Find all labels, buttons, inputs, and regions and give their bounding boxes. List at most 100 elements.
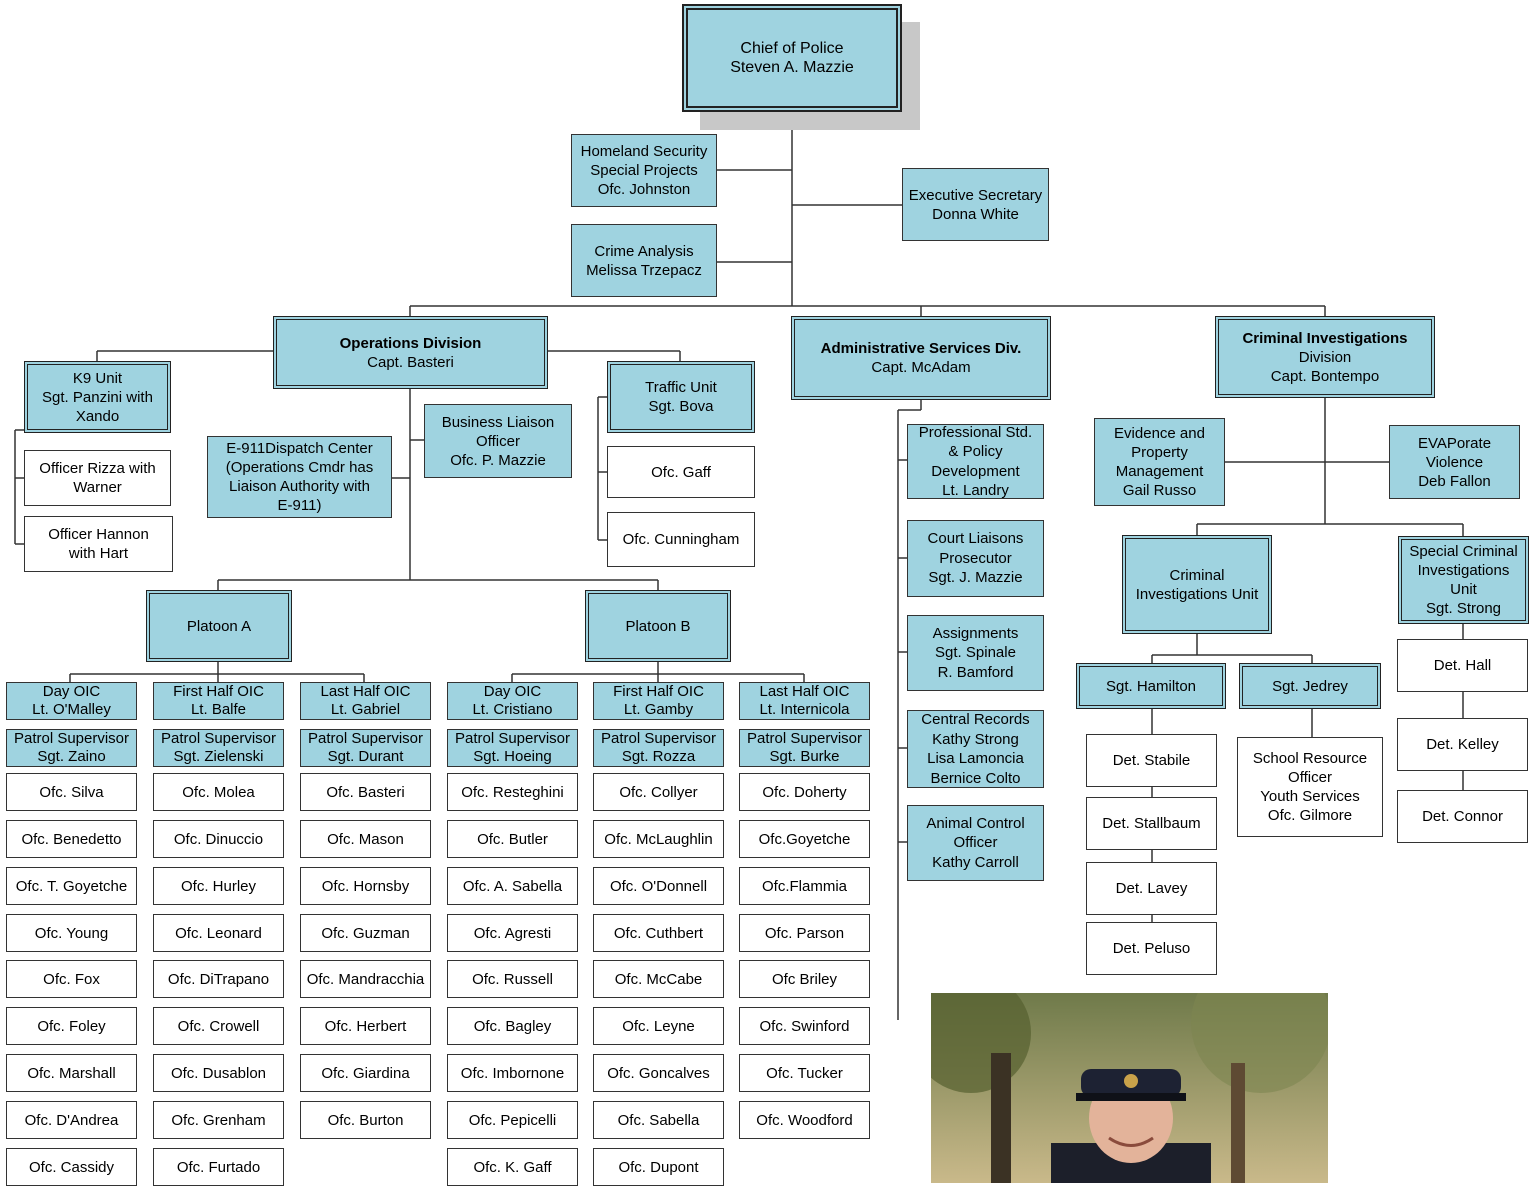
shift-4-officer-2-box-line-1: Ofc. Butler bbox=[477, 830, 548, 848]
shift-5-officer-7-box: Ofc. Goncalves bbox=[593, 1054, 724, 1092]
shift-6-officer-1-box: Ofc. Doherty bbox=[739, 773, 870, 811]
criminal-investigations-unit-box-line-1: Criminal bbox=[1169, 566, 1225, 584]
admin-unit-1-box-line-3: Development bbox=[931, 462, 1020, 480]
hamilton-detective-2-box: Det. Stallbaum bbox=[1086, 797, 1217, 850]
shift-2-oic-box-line-1: First Half OIC bbox=[173, 683, 264, 700]
shift-5-officer-3-box: Ofc. O'Donnell bbox=[593, 867, 724, 905]
shift-6-supervisor-box-line-2: Sgt. Burke bbox=[769, 748, 840, 765]
shift-4-officer-7-box: Ofc. Imbornone bbox=[447, 1054, 578, 1092]
shift-1-oic-box-line-2: Lt. O'Malley bbox=[32, 701, 111, 718]
shift-6-officer-2-box: Ofc.Goyetche bbox=[739, 820, 870, 858]
shift-2-officer-6-box: Ofc. Crowell bbox=[153, 1007, 284, 1045]
shift-6-officer-4-box: Ofc. Parson bbox=[739, 914, 870, 952]
evidence-property-box-line-1: Evidence and bbox=[1114, 425, 1205, 442]
officer-hannon-box-line-2: with Hart bbox=[68, 545, 129, 562]
hamilton-detective-4-box: Det. Peluso bbox=[1086, 922, 1217, 975]
shift-6-officer-3-box: Ofc.Flammia bbox=[739, 867, 870, 905]
shift-2-officer-7-box-line-1: Ofc. Dusablon bbox=[170, 1064, 267, 1082]
executive-secretary-box-line-2: Donna White bbox=[932, 205, 1019, 223]
school-resource-officer-box-line-1: School Resource bbox=[1252, 750, 1368, 767]
shift-1-oic-box-line-1: Day OIC bbox=[42, 683, 101, 700]
shift-3-officer-2-box: Ofc. Mason bbox=[300, 820, 431, 858]
shift-1-officer-3-box: Ofc. T. Goyetche bbox=[6, 867, 137, 905]
school-resource-officer-box-line-3: Youth Services bbox=[1260, 788, 1360, 805]
admin-unit-1-box-line-1: Professional Std. bbox=[918, 424, 1033, 441]
school-resource-officer-box-line-2: Officer bbox=[1288, 769, 1332, 786]
shift-1-officer-5-box: Ofc. Fox bbox=[6, 960, 137, 998]
admin-unit-2-box-line-1: Court Liaisons bbox=[927, 530, 1024, 548]
shift-1-officer-5-box-line-1: Ofc. Fox bbox=[43, 970, 100, 988]
evaporate-violence-box-line-3: Deb Fallon bbox=[1418, 472, 1491, 490]
homeland-security-box-line-2: Special Projects bbox=[590, 162, 698, 179]
shift-1-officer-2-box: Ofc. Benedetto bbox=[6, 820, 137, 858]
shift-4-officer-7-box-line-1: Ofc. Imbornone bbox=[460, 1064, 565, 1082]
shift-3-officer-3-box: Ofc. Hornsby bbox=[300, 867, 431, 905]
shift-3-officer-1-box-line-1: Ofc. Basteri bbox=[326, 783, 405, 801]
strong-detective-2-box: Det. Kelley bbox=[1397, 718, 1528, 771]
crime-analysis-box-line-1: Crime Analysis bbox=[594, 242, 694, 260]
business-liaison-box-line-3: Ofc. P. Mazzie bbox=[450, 451, 546, 469]
officer-hannon-box-line-1: Officer Hannon bbox=[48, 526, 149, 543]
shift-2-officer-1-box-line-1: Ofc. Molea bbox=[182, 783, 255, 801]
ofc-cunningham-box-line-1: Ofc. Cunningham bbox=[622, 531, 740, 548]
traffic-unit-box-line-1: Traffic Unit bbox=[645, 379, 717, 396]
admin-unit-4-box-line-4: Bernice Colto bbox=[930, 769, 1021, 787]
strong-detective-1-box: Det. Hall bbox=[1397, 639, 1528, 692]
business-liaison-box-line-1: Business Liaison bbox=[441, 413, 555, 431]
shift-4-officer-8-box-line-1: Ofc. Pepicelli bbox=[468, 1111, 557, 1129]
hamilton-detective-4-box-line-1: Det. Peluso bbox=[1112, 940, 1191, 957]
shift-4-officer-2-box: Ofc. Butler bbox=[447, 820, 578, 858]
shift-4-officer-9-box: Ofc. K. Gaff bbox=[447, 1148, 578, 1186]
shift-6-officer-7-box-line-1: Ofc. Tucker bbox=[766, 1064, 843, 1082]
shift-2-officer-3-box: Ofc. Hurley bbox=[153, 867, 284, 905]
shift-1-officer-2-box-line-1: Ofc. Benedetto bbox=[21, 830, 122, 848]
shift-4-officer-3-box-line-1: Ofc. A. Sabella bbox=[462, 877, 563, 895]
shift-5-officer-1-box: Ofc. Collyer bbox=[593, 773, 724, 811]
shift-2-officer-7-box: Ofc. Dusablon bbox=[153, 1054, 284, 1092]
shift-5-officer-9-box: Ofc. Dupont bbox=[593, 1148, 724, 1186]
sgt-jedrey-box-line-1: Sgt. Jedrey bbox=[1272, 677, 1348, 695]
strong-detective-3-box-line-1: Det. Connor bbox=[1422, 808, 1503, 825]
shift-6-oic-box-line-1: Last Half OIC bbox=[759, 683, 850, 700]
officer-rizza-box-line-1: Officer Rizza with bbox=[39, 460, 156, 477]
e911-dispatch-box-line-2: (Operations Cmdr has bbox=[225, 459, 374, 476]
criminal-investigations-division-box-line-3: Capt. Bontempo bbox=[1270, 367, 1380, 385]
administrative-services-box: Administrative Services Div.Capt. McAdam bbox=[791, 316, 1051, 400]
shift-4-officer-4-box-line-1: Ofc. Agresti bbox=[473, 924, 552, 942]
shift-2-oic-box-line-2: Lt. Balfe bbox=[190, 701, 247, 718]
shift-1-supervisor-box-line-1: Patrol Supervisor bbox=[13, 730, 130, 747]
shift-6-officer-8-box-line-1: Ofc. Woodford bbox=[756, 1111, 853, 1129]
homeland-security-box-line-1: Homeland Security bbox=[580, 143, 708, 160]
shift-4-oic-box-line-2: Lt. Cristiano bbox=[472, 701, 553, 718]
shift-4-officer-6-box-line-1: Ofc. Bagley bbox=[473, 1017, 552, 1035]
criminal-investigations-unit-box-line-2: Investigations Unit bbox=[1135, 585, 1259, 603]
admin-unit-5-box-line-3: Kathy Carroll bbox=[932, 853, 1019, 871]
shift-3-officer-7-box-line-1: Ofc. Giardina bbox=[321, 1064, 410, 1082]
shift-1-officer-8-box-line-1: Ofc. D'Andrea bbox=[24, 1111, 119, 1129]
shift-1-officer-9-box: Ofc. Cassidy bbox=[6, 1148, 137, 1186]
special-criminal-investigations-box-line-4: Sgt. Strong bbox=[1425, 600, 1502, 617]
shift-6-supervisor-box-line-1: Patrol Supervisor bbox=[746, 730, 863, 747]
shift-2-officer-9-box-line-1: Ofc. Furtado bbox=[176, 1158, 261, 1176]
shift-4-officer-9-box-line-1: Ofc. K. Gaff bbox=[473, 1158, 552, 1176]
k9-unit-box-line-3: Xando bbox=[75, 407, 120, 425]
shift-2-supervisor-box-line-1: Patrol Supervisor bbox=[160, 730, 277, 747]
shift-5-officer-9-box-line-1: Ofc. Dupont bbox=[618, 1158, 699, 1176]
hamilton-detective-1-box: Det. Stabile bbox=[1086, 734, 1217, 787]
shift-5-officer-8-box: Ofc. Sabella bbox=[593, 1101, 724, 1139]
e911-dispatch-box-line-4: E-911) bbox=[277, 497, 322, 514]
shift-5-officer-4-box: Ofc. Cuthbert bbox=[593, 914, 724, 952]
shift-4-officer-3-box: Ofc. A. Sabella bbox=[447, 867, 578, 905]
shift-1-officer-6-box: Ofc. Foley bbox=[6, 1007, 137, 1045]
admin-unit-4-box-line-2: Kathy Strong bbox=[932, 730, 1019, 748]
special-criminal-investigations-box-line-2: Investigations bbox=[1417, 562, 1510, 579]
school-resource-officer-box-line-4: Ofc. Gilmore bbox=[1267, 807, 1353, 824]
k9-unit-box-line-2: Sgt. Panzini with bbox=[42, 388, 153, 406]
